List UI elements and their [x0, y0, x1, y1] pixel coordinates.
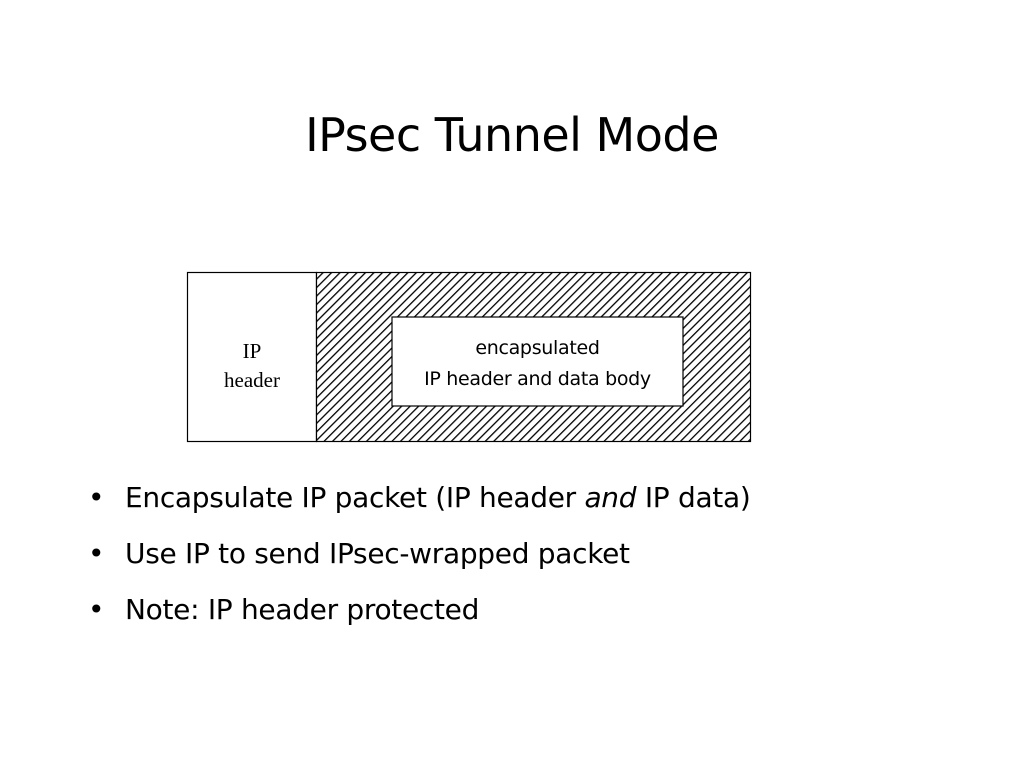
bullet-list: • Encapsulate IP packet (IP header and I…: [88, 470, 988, 638]
bullet-item-1: • Encapsulate IP packet (IP header and I…: [88, 470, 988, 526]
bullet-icon: •: [88, 537, 105, 570]
bullet-icon: •: [88, 481, 105, 514]
bullet-item-1-text-after: IP data): [636, 481, 751, 514]
bullet-item-2-text: Use IP to send IPsec-wrapped packet: [125, 537, 630, 570]
packet-diagram: IP header encapsulated IP header and dat…: [186, 271, 752, 443]
encapsulated-packet-box: [391, 316, 684, 407]
encapsulated-packet-label-line1: encapsulated: [475, 337, 600, 359]
bullet-item-1-emphasis: and: [584, 481, 637, 514]
bullet-item-3-text: Note: IP header protected: [125, 593, 480, 626]
bullet-icon: •: [88, 593, 105, 626]
outer-ip-header-label-line1: IP: [242, 339, 262, 363]
encapsulated-packet-label-line2: IP header and data body: [424, 368, 651, 390]
encapsulated-packet-label: encapsulated IP header and data body: [392, 333, 683, 395]
outer-ip-header-label: IP header: [187, 337, 317, 395]
outer-ip-header-label-line2: header: [224, 368, 280, 392]
bullet-item-3: • Note: IP header protected: [88, 582, 988, 638]
outer-ip-header-box: [186, 271, 318, 443]
packet-diagram-graphic: [186, 271, 752, 443]
bullet-item-1-text-before: Encapsulate IP packet (IP header: [125, 481, 585, 514]
bullet-item-2: • Use IP to send IPsec-wrapped packet: [88, 526, 988, 582]
slide-title: IPsec Tunnel Mode: [305, 108, 719, 162]
